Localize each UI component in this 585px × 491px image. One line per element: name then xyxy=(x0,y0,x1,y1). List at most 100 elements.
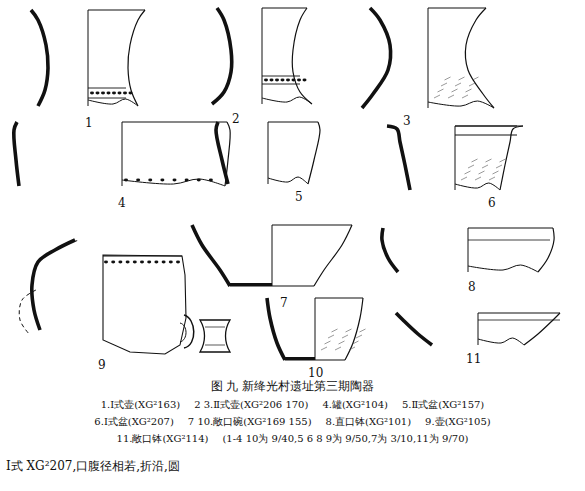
texture-stroke xyxy=(459,77,465,80)
broken-edge xyxy=(455,183,500,190)
texture-stroke xyxy=(353,341,359,344)
broken-edge xyxy=(468,265,538,272)
impressed-dot xyxy=(297,79,301,82)
center-line xyxy=(315,298,316,360)
impressed-dot xyxy=(264,79,268,82)
pot-profile xyxy=(19,240,230,354)
impressed-dot xyxy=(176,261,180,264)
texture-stroke xyxy=(434,95,440,98)
impressed-dot xyxy=(154,261,158,264)
impressed-dot xyxy=(275,79,279,82)
center-line xyxy=(268,122,269,184)
impressed-dot xyxy=(270,79,274,82)
center-line xyxy=(262,8,263,104)
outer-outline xyxy=(538,228,554,272)
figure-legend-item: (1-4 10为 9/40,5 6 8 9为 9/50,7为 3/10,11为 … xyxy=(222,432,468,446)
pot-profile xyxy=(31,10,145,106)
figure-number: 6 xyxy=(488,196,496,210)
texture-stroke xyxy=(342,335,348,338)
texture-stroke xyxy=(339,341,345,344)
handle xyxy=(180,323,186,342)
section-wall xyxy=(387,126,410,190)
texture-stroke xyxy=(496,165,502,168)
ledge-line xyxy=(455,126,517,127)
impressed-dot xyxy=(112,92,116,95)
pot-profile xyxy=(362,8,494,108)
rim-line xyxy=(478,312,560,313)
texture-stroke xyxy=(452,89,458,92)
band-line xyxy=(88,98,126,99)
rim-line xyxy=(103,255,182,256)
pot-profile xyxy=(212,8,312,104)
figure-number: 8 xyxy=(468,280,476,294)
broken-edge xyxy=(88,99,138,106)
impressed-dot xyxy=(160,179,164,182)
impressed-dot xyxy=(107,92,111,95)
impressed-dot xyxy=(90,92,94,95)
texture-stroke xyxy=(469,83,475,86)
body-text: Ⅰ式 XG²207,口腹径相若,折沿,圆 xyxy=(6,458,180,475)
section-wall xyxy=(192,225,230,286)
pot-profile xyxy=(387,126,523,190)
rim-line xyxy=(468,240,550,241)
impressed-dot xyxy=(148,179,152,182)
texture-stroke xyxy=(455,83,461,86)
figure-legend-item: 4.罐(XG²104) xyxy=(322,398,388,412)
center-line xyxy=(468,228,469,272)
impressed-dot xyxy=(173,179,177,182)
broken-edge xyxy=(262,97,312,104)
pot-profile xyxy=(192,225,352,286)
texture-stroke xyxy=(479,171,485,174)
texture-stroke xyxy=(461,177,467,180)
figure-legend-item: 6.Ⅰ式盆(XG²207) xyxy=(94,415,174,429)
texture-stroke xyxy=(466,89,472,92)
impressed-dot xyxy=(162,261,166,264)
center-line xyxy=(88,10,89,106)
texture-stroke xyxy=(438,89,444,92)
figure-legend-item: 8.直口钵(XG²101) xyxy=(326,415,412,429)
texture-stroke xyxy=(475,177,481,180)
section-wall xyxy=(14,122,19,186)
texture-stroke xyxy=(448,95,454,98)
impressed-dot xyxy=(133,261,137,264)
center-line xyxy=(478,313,479,345)
pot-profile xyxy=(396,313,560,345)
pot-profile xyxy=(382,228,554,272)
outer-outline xyxy=(128,10,145,106)
impressed-dot xyxy=(129,92,133,95)
texture-stroke xyxy=(325,341,331,344)
section-wall xyxy=(362,8,391,108)
impressed-dot xyxy=(123,92,127,95)
impressed-dot xyxy=(118,261,122,264)
rim-line xyxy=(455,125,523,126)
center-line xyxy=(122,122,123,186)
texture-stroke xyxy=(465,171,471,174)
section-wall xyxy=(31,10,48,106)
section-wall xyxy=(382,228,398,272)
figure-number: 7 xyxy=(280,296,288,310)
texture-stroke xyxy=(321,347,327,350)
rim-line xyxy=(272,224,352,225)
impressed-dot xyxy=(209,179,213,182)
rim-line xyxy=(428,7,486,8)
outer-outline xyxy=(292,8,312,104)
broken-edge xyxy=(122,179,225,186)
outer-outline xyxy=(500,126,523,190)
impressed-dot xyxy=(185,179,189,182)
texture-stroke xyxy=(468,165,474,168)
texture-stroke xyxy=(500,159,506,162)
section-wall xyxy=(396,313,432,345)
texture-stroke xyxy=(328,335,334,338)
figure-legend-item: 2 3.Ⅱ式壶(XG²206 170) xyxy=(194,398,308,412)
texture-stroke xyxy=(356,335,362,338)
figure-legend-item: 5.Ⅱ式盆(XG²157) xyxy=(402,398,484,412)
figure-number: 5 xyxy=(295,190,303,204)
outer-outline xyxy=(308,122,320,184)
texture-stroke xyxy=(462,95,468,98)
figure-number: 4 xyxy=(118,196,126,210)
rim-line xyxy=(268,121,318,122)
rim-line xyxy=(315,297,363,298)
impressed-dot xyxy=(286,79,290,82)
texture-stroke xyxy=(441,83,447,86)
